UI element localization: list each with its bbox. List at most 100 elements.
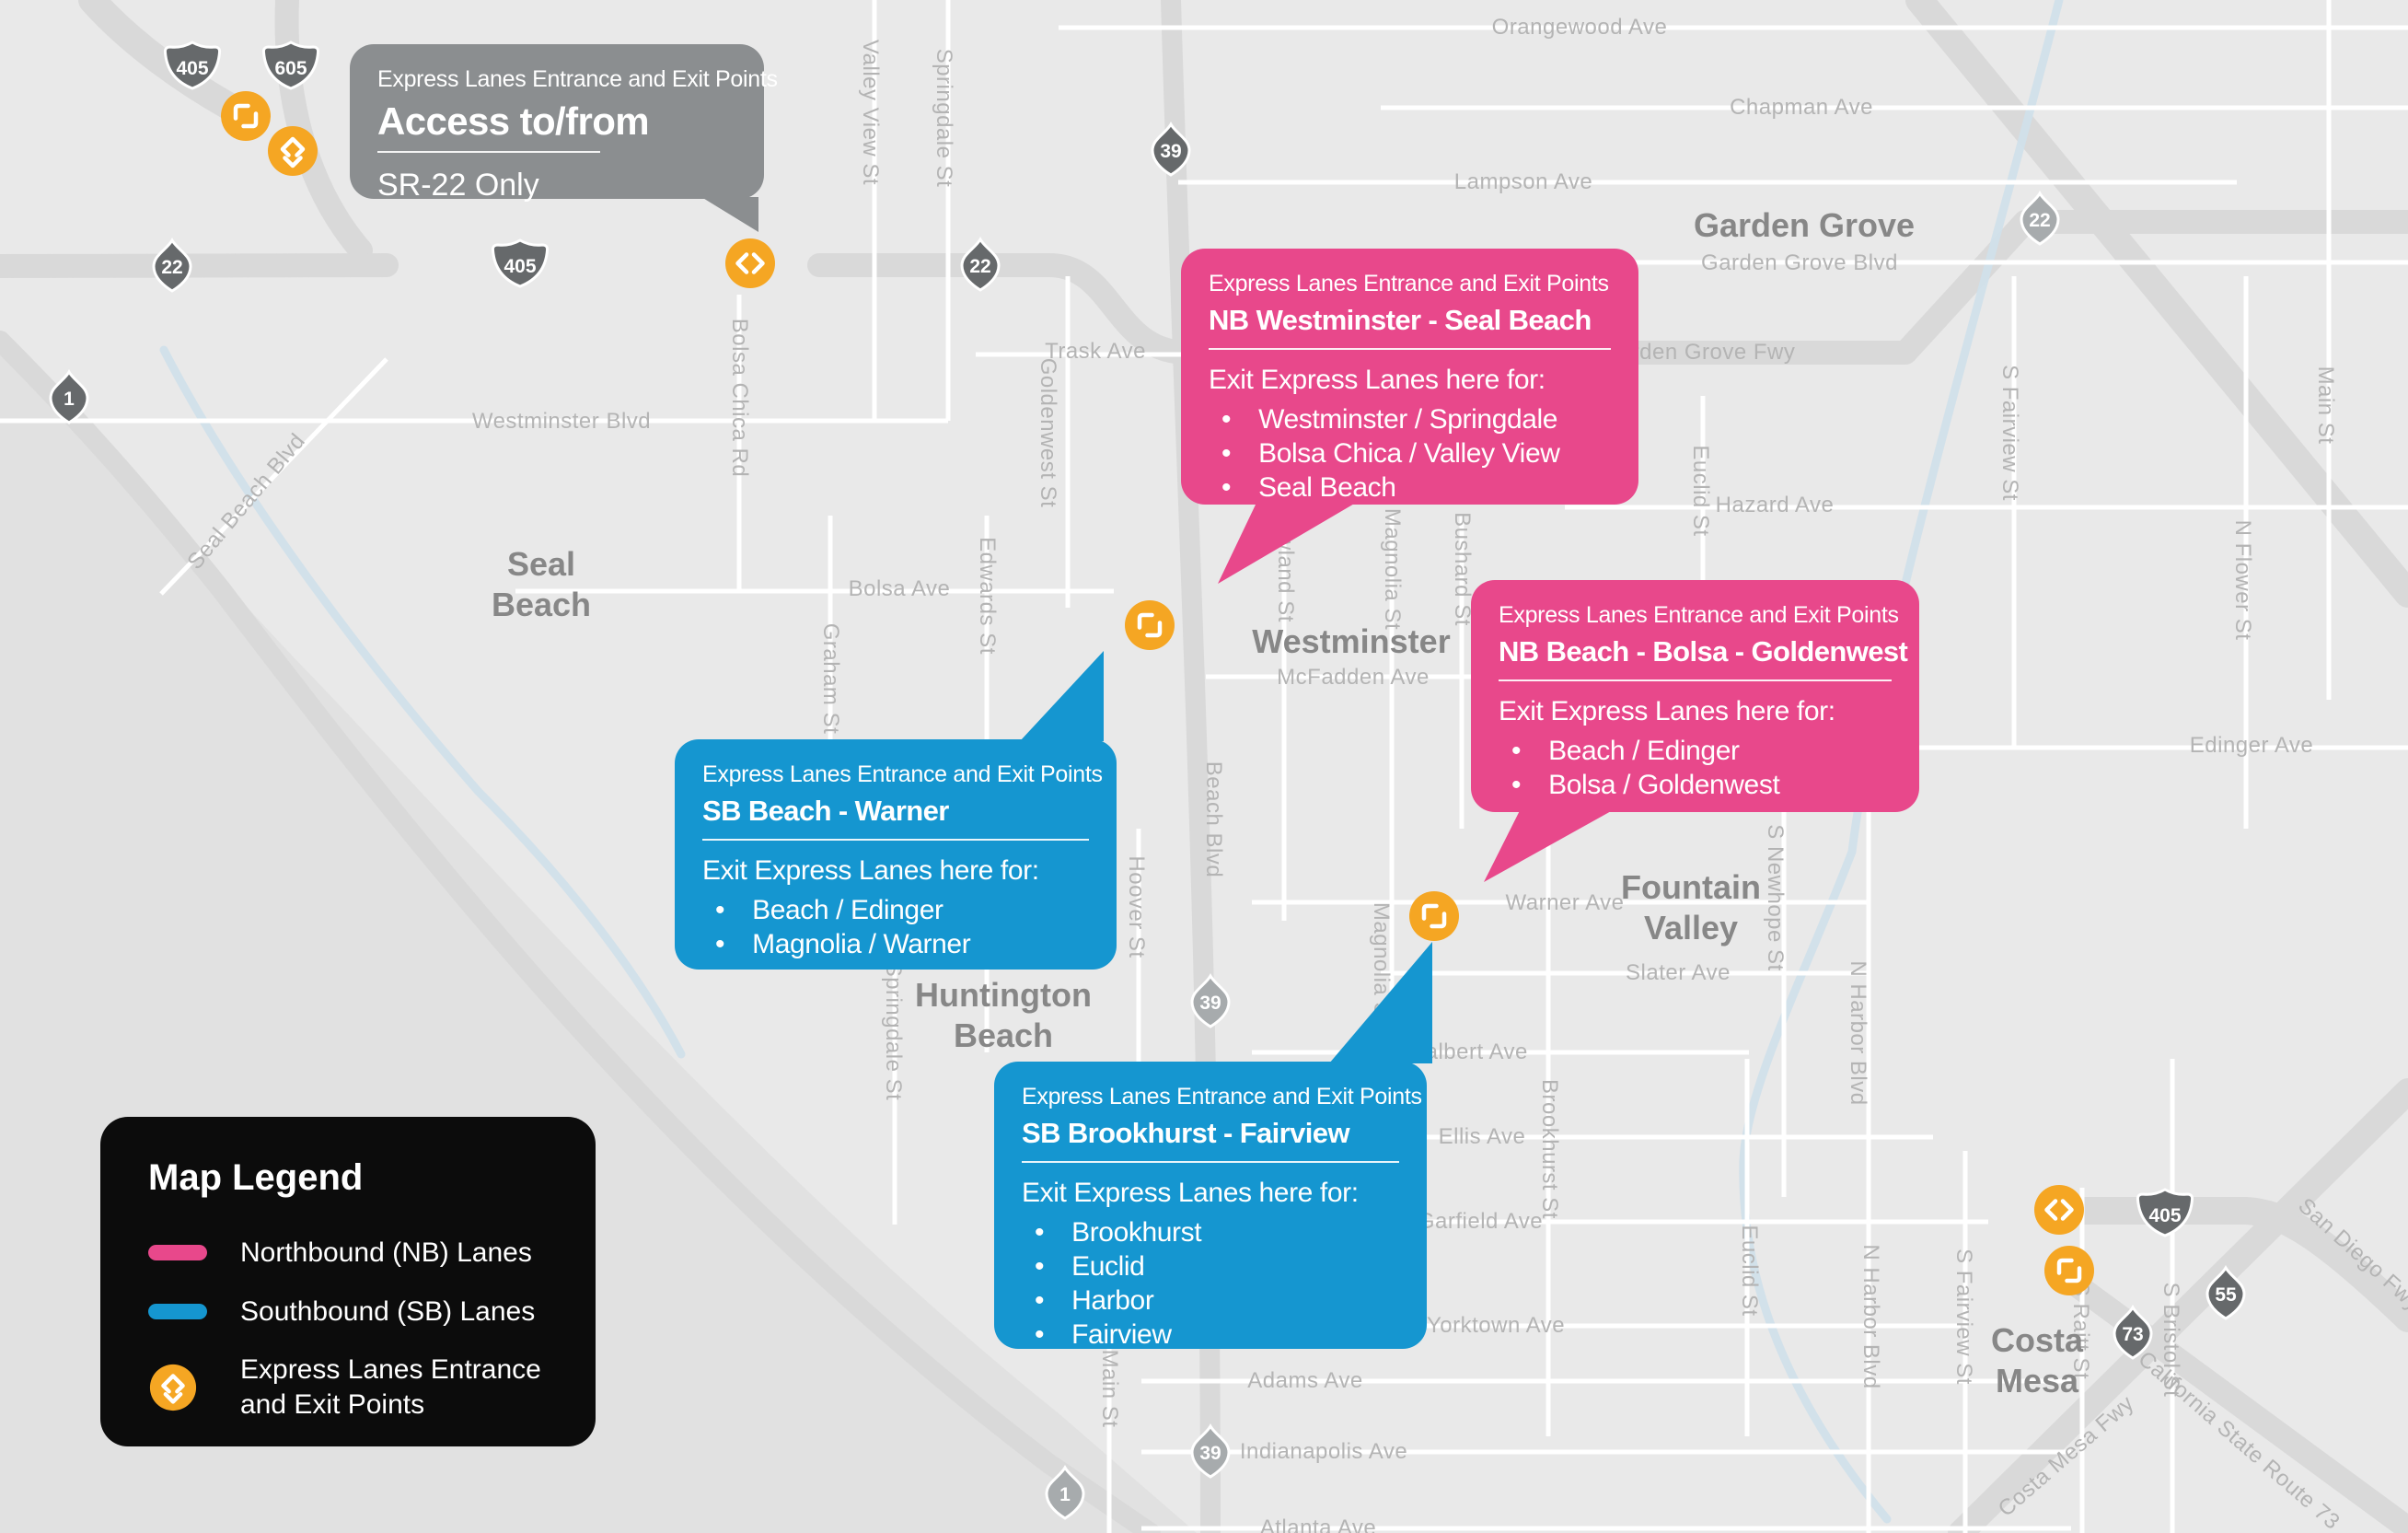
city-label: Fountain Valley	[1621, 868, 1761, 947]
street-label: Valley View St	[858, 39, 883, 186]
highway-shield-73: 73	[2108, 1305, 2158, 1362]
shield-number: 405	[504, 255, 537, 277]
city-label: Costa Mesa	[1990, 1321, 2084, 1399]
street-label: Slater Ave	[1626, 960, 1731, 985]
route-marker-double-diamond-icon	[266, 124, 319, 178]
shield-number: 55	[2215, 1283, 2237, 1306]
street-label: Adams Ave	[1247, 1368, 1363, 1393]
street-label: N Flower St	[2230, 519, 2255, 641]
street-label: Ellis Ave	[1438, 1124, 1526, 1149]
highway-shield-22: 22	[955, 237, 1005, 294]
highway-shield-39: 39	[1146, 122, 1196, 179]
route-marker-square-loop-icon	[219, 89, 272, 143]
shield-number: 22	[2029, 209, 2051, 231]
street-label: Garden Grove Blvd	[1701, 250, 1898, 275]
street-label: Euclid St	[1688, 445, 1713, 537]
street-label: Edwards St	[975, 537, 1000, 655]
street-label: Talbert Ave	[1414, 1039, 1528, 1064]
street-label: Magnolia St	[1380, 507, 1405, 631]
callout-intro: Exit Express Lanes here for:	[1209, 365, 1546, 395]
street-label: Yorktown Ave	[1426, 1313, 1566, 1338]
street-label: N Harbor Blvd	[1846, 960, 1870, 1106]
street-label: Indianapolis Ave	[1239, 1439, 1408, 1464]
bullet-item: Bolsa / Goldenwest	[1499, 769, 1892, 803]
street-label: Hazard Ave	[1715, 493, 1835, 517]
street-label: Graham St	[818, 622, 843, 735]
shield-number: 39	[1199, 992, 1221, 1014]
highway-shield-22: 22	[2015, 191, 2065, 248]
street-label: Atlanta Ave	[1259, 1516, 1377, 1533]
callout-title: NB Beach - Bolsa - Goldenwest	[1499, 635, 1908, 668]
callout-kicker: Express Lanes Entrance and Exit Points	[1499, 602, 1899, 628]
street-label: Beach Blvd	[1201, 761, 1226, 878]
street-label: Goldenwest St	[1036, 357, 1060, 508]
highway-shield-1: 1	[1040, 1465, 1090, 1522]
city-label: Garden Grove	[1693, 206, 1916, 245]
shield-number: 405	[2148, 1204, 2182, 1226]
street-label: Brookhurst St	[1537, 1079, 1562, 1219]
street-label: Edinger Ave	[2189, 733, 2314, 758]
callout-title: SB Brookhurst - Fairview	[1022, 1117, 1350, 1149]
callout-kicker: Express Lanes Entrance and Exit Points	[377, 66, 778, 92]
map-legend: Map Legend Northbound (NB) Lanes Southbo…	[100, 1117, 596, 1446]
callout-rule	[377, 151, 600, 153]
callout-title: SB Beach - Warner	[702, 795, 949, 827]
callout-bullet-list: Beach / EdingerMagnolia / Warner	[702, 894, 1089, 962]
street-label: S Fairview St	[1951, 1248, 1976, 1385]
route-marker-square-loop-icon	[1123, 598, 1176, 652]
street-label: Lampson Ave	[1453, 169, 1593, 194]
callout-bullet-list: Westminster / SpringdaleBolsa Chica / Va…	[1209, 403, 1611, 505]
highway-shield-39: 39	[1186, 973, 1235, 1030]
street-label: Euclid St	[1737, 1225, 1762, 1317]
bullet-item: Fairview	[1022, 1318, 1399, 1353]
legend-item-southbound: Southbound (SB) Lanes	[148, 1295, 559, 1330]
route-marker-square-loop-icon	[2043, 1244, 2096, 1297]
street-label: McFadden Ave	[1277, 665, 1430, 690]
city-label: Seal Beach	[491, 545, 592, 623]
route-marker-square-loop-icon	[1407, 889, 1461, 943]
street-label: Chapman Ave	[1730, 95, 1873, 120]
bullet-item: Magnolia / Warner	[702, 928, 1089, 962]
street-label: Trask Ave	[1045, 339, 1146, 364]
callout-nb-westminster-seal-beach: Express Lanes Entrance and Exit Points N…	[1181, 249, 1638, 584]
shield-number: 605	[274, 57, 307, 79]
highway-shield-405: 405	[161, 39, 224, 92]
callout-nb-beach-bolsa-goldenwest: Express Lanes Entrance and Exit Points N…	[1471, 580, 1919, 882]
shield-number: 1	[1059, 1483, 1071, 1505]
callout-intro: Exit Express Lanes here for:	[702, 855, 1039, 886]
street-label: S Newhope St	[1763, 824, 1788, 971]
highway-shield-405: 405	[489, 237, 551, 290]
callout-bullet-list: Beach / EdingerBolsa / Goldenwest	[1499, 735, 1892, 803]
entrance-exit-icon	[149, 1364, 197, 1411]
shield-number: 405	[176, 57, 209, 79]
shield-number: 22	[969, 255, 991, 277]
nb-line-swatch	[148, 1245, 207, 1261]
callout-rule	[702, 839, 1089, 841]
street-label: Springdale St	[932, 48, 956, 188]
shield-number: 73	[2122, 1323, 2144, 1345]
street-label: Main St	[1097, 1349, 1122, 1428]
callout-rule	[1209, 348, 1611, 350]
highway-shield-405: 405	[2134, 1186, 2196, 1239]
highway-shield-55: 55	[2201, 1265, 2251, 1322]
route-marker-lr-chevrons-icon	[724, 237, 777, 290]
callout-sb-beach-warner: Express Lanes Entrance and Exit Points S…	[675, 651, 1117, 970]
highway-shield-39: 39	[1186, 1423, 1235, 1481]
sb-line-swatch	[148, 1303, 207, 1319]
callout-intro: Exit Express Lanes here for:	[1499, 696, 1835, 726]
street-label: Orangewood Ave	[1491, 15, 1668, 40]
street-label: Springdale St	[881, 961, 906, 1101]
bullet-item: Euclid	[1022, 1250, 1399, 1284]
street-label: Westminster Blvd	[471, 409, 652, 434]
callout-title: Access to/from	[377, 99, 650, 143]
bullet-item: Beach / Edinger	[1499, 735, 1892, 769]
highway-shield-1: 1	[44, 369, 94, 426]
callout-kicker: Express Lanes Entrance and Exit Points	[1022, 1084, 1422, 1109]
callout-intro: Exit Express Lanes here for:	[1022, 1178, 1359, 1208]
street-label: Warner Ave	[1505, 890, 1625, 915]
legend-title: Map Legend	[148, 1157, 364, 1198]
city-label: Huntington Beach	[915, 976, 1092, 1054]
callout-rule	[1499, 679, 1892, 681]
